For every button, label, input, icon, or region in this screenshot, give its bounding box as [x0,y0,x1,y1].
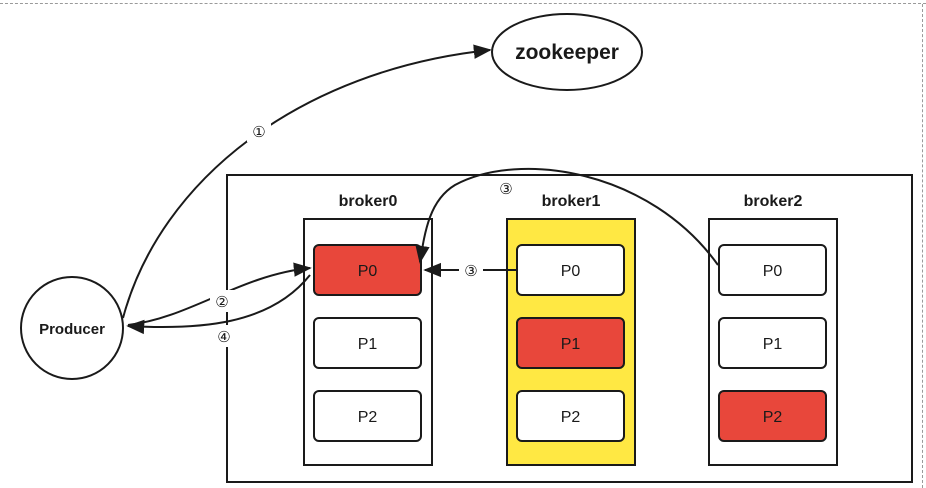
step1-bg [247,120,271,142]
broker-0-partition-0-leader[interactable] [313,244,422,296]
broker-1-partition-1-label: P1 [561,336,581,353]
zookeeper-label: zookeeper [515,41,619,64]
step4-bg [212,325,236,347]
edge-ack-to-producer [126,274,311,335]
step4-marker: ④ [217,329,230,346]
broker-2-partition-2-leader[interactable] [718,390,827,442]
broker-1-partition-2-label: P2 [561,409,581,426]
broker-2-partition-0-follower[interactable] [718,244,827,296]
step1-marker: ① [252,124,265,141]
zookeeper-node[interactable] [491,13,643,91]
broker-1-title: broker1 [542,193,601,210]
step2-bg [210,290,234,312]
broker-2-partition-1-follower[interactable] [718,317,827,369]
broker-2-title: broker2 [744,193,803,210]
step2-marker: ② [215,294,228,311]
step3-broker1-marker: ③ [464,263,477,280]
broker-0-partition-0-label: P0 [358,263,378,280]
step3-broker1-bg [459,259,483,281]
broker-0-partition-1-label: P1 [358,336,378,353]
broker-0-partition-2-follower[interactable] [313,390,422,442]
page-right-dashed-border [922,4,923,488]
broker-1-partition-0-label: P0 [561,263,581,280]
broker-1-partition-2-follower[interactable] [516,390,625,442]
producer-label: Producer [39,321,105,338]
step3-broker2-bg [494,177,518,199]
broker-2-partition-2-label: P2 [763,409,783,426]
edge-broker2-replica-sync [415,167,719,266]
step3-broker2-marker: ③ [499,181,512,198]
page-top-dashed-border [0,3,926,4]
broker-1-partition-0-follower[interactable] [516,244,625,296]
producer-node[interactable] [20,276,124,380]
broker-0-partition-1-follower[interactable] [313,317,422,369]
broker-0-title: broker0 [339,193,398,210]
broker-1-partition-1-leader[interactable] [516,317,625,369]
broker-2-partition-1-label: P1 [763,336,783,353]
broker-0-partition-2-label: P2 [358,409,378,426]
broker-2-partition-0-label: P0 [763,263,783,280]
